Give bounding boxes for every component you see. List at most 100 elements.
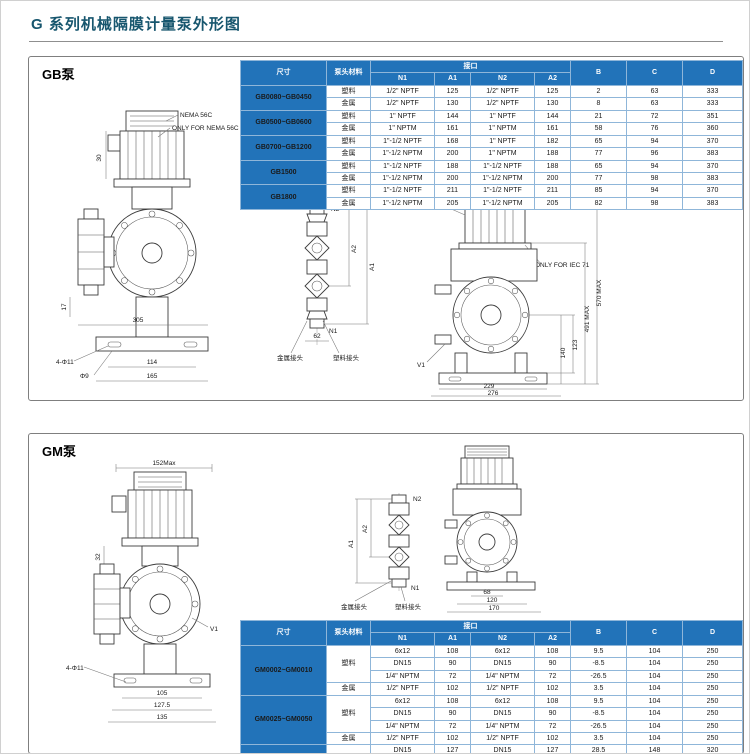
gm-front-dimensions-top: 152Max [115,460,213,472]
spec-cell: 351 [682,109,743,124]
spec-cell: 360 [682,122,743,136]
spec-cell: 108 [534,644,571,659]
spec-cell: 1"-1/2 NPTF [470,159,535,173]
spec-cell: 90 [534,707,571,721]
spec-cell: 102 [434,731,471,746]
spec-cell: 1"-1/2 NPTF [370,184,435,198]
dim-123: 123 [572,339,579,350]
spec-cell: 金属 [326,147,371,161]
table-row: 金属 1" NPTM 161 1" NPTM 161 58 76 360 [241,122,743,136]
spec-cell: DN15 [470,657,535,671]
spec-cell: 1"-1/2 NPTF [370,159,435,173]
spec-cell: 383 [682,171,743,186]
spec-cell: 1/2" NPTF [370,97,435,111]
dim-a1: A1 [369,263,376,271]
spec-cell: 108 [434,694,471,709]
spec-cell: 90 [434,657,471,671]
spec-cell: -8.5 [570,657,627,671]
header-row: 尺寸 泵头材料 接口 B C D [240,59,743,86]
spec-cell: 205 [434,196,471,211]
spec-cell: 1"-1/2 NPTF [470,184,535,198]
spec-cell: 63 [626,97,683,111]
dim-140: 140 [560,347,567,358]
size-cell: GB0500~GB0600 [240,109,327,136]
spec-cell: 188 [434,159,471,173]
table-row: GB1500 塑料 1"-1/2 NPTF 188 1"-1/2 NPTF 18… [240,159,743,186]
gm-panel-label: GM泵 [42,444,76,459]
spec-cell: 9.5 [570,694,627,709]
table-row: GM0002~GM0010 塑料 6x12 108 6x12 108 9.5 1… [240,644,743,696]
spec-cell: 104 [626,644,683,659]
spec-cell: 6x12 [470,644,535,659]
label-n1: N1 [411,585,420,592]
dim-127-5: 127.5 [154,702,171,709]
spec-cell: 94 [626,134,683,149]
spec-cell: 383 [682,196,743,211]
spec-cell: 1/2" NPTF [470,97,535,111]
size-cell: GM0025~GM0050 [240,694,327,746]
gm-front-view-drawing: 152Max [64,456,256,744]
spec-cell: 188 [534,159,571,173]
spec-cell: 94 [626,184,683,198]
spec-cell: 211 [534,184,571,198]
gb-front-dimensions: 30 NEMA 56C ONLY FOR NEMA 56C 17 305 4-Φ… [56,112,239,382]
label-nema-56c: NEMA 56C [180,112,212,119]
dim-570-max: 570 MAX [596,279,603,306]
spec-cell: 1/4" NPTM [370,719,435,733]
table-row: 金属 1"-1/2 NPTM 200 1" NPTM 188 77 96 383 [241,147,743,161]
header-material: 泵头材料 [326,620,371,646]
label-4-holes: 4-Φ11 [66,665,84,672]
spec-cell: 1/4" NPTM [370,669,435,684]
title-divider [29,41,723,42]
spec-cell: 90 [534,657,571,671]
dim-165: 165 [147,373,158,380]
material-cell: 塑料 [326,644,371,684]
gm-side-housing [452,488,522,516]
gb-side-housing [450,248,538,282]
label-metal-fitting: 金属接头 [341,602,368,611]
table-row: GB1800 塑料 1"-1/2 NPTF 211 1"-1/2 NPTF 21… [240,184,743,211]
gm-side-dimensions: 68 120 170 [447,589,541,613]
table-row: 金属 1/2" NPTF 102 1/2" NPTF 102 3.5 104 2… [241,682,743,696]
table-row: GB0700~GB1200 塑料 1"-1/2 NPTF 168 1" NPTF… [240,134,743,161]
spec-cell: 72 [434,719,471,733]
spec-cell: 1"-1/2 NPTM [470,171,535,186]
spec-cell: 塑料 [326,134,371,149]
dim-276: 276 [488,390,499,397]
spec-cell: 104 [626,731,683,746]
spec-cell: 塑料 [326,159,371,173]
dim-a2: A2 [351,245,358,253]
table-row: DN15 90 DN15 90 -8.5 104 250 [241,657,743,671]
spec-cell: 1"-1/2 NPTM [470,196,535,211]
spec-cell: 金属 [326,97,371,111]
dim-120: 120 [487,597,498,604]
size-cell: GM0002~GM0010 [240,644,327,696]
spec-cell: 1/2" NPTF [470,84,535,99]
gb-side-view-drawing: IEC 80 ONLY FOR IEC 80 [389,183,607,399]
spec-cell: 6x12 [470,694,535,709]
header-b: B [570,620,627,646]
spec-cell: 塑料 [326,84,371,99]
label-n2: N2 [413,496,422,503]
spec-cell: 1/2" NPTF [470,682,535,696]
spec-cell: 200 [434,171,471,186]
header-c: C [626,60,683,86]
gb-valve-detail-drawing: N2 N1 A2 A1 62 金属接头 塑料接头 [277,197,381,392]
label-n1: N1 [329,328,338,335]
spec-cell: 127 [434,744,471,753]
spec-cell: 9.5 [570,644,627,659]
spec-cell: 250 [682,719,743,733]
spec-cell: 金属 [326,171,371,186]
spec-cell: DN15 [370,744,435,753]
size-cell: GB1800 [240,184,327,211]
spec-cell: 370 [682,134,743,149]
spec-cell: 1" NPTF [370,109,435,124]
spec-cell: 1"-1/2 NPTM [370,196,435,211]
spec-cell: 1"-1/2 NPTF [370,134,435,149]
header-a2: A2 [534,72,571,86]
gm-pump-panel: GM泵 152Max [28,433,744,753]
header-interface: 接口 [370,59,571,74]
spec-cell: 63 [626,84,683,99]
gb-motor [107,110,191,210]
spec-cell: 94 [626,159,683,173]
